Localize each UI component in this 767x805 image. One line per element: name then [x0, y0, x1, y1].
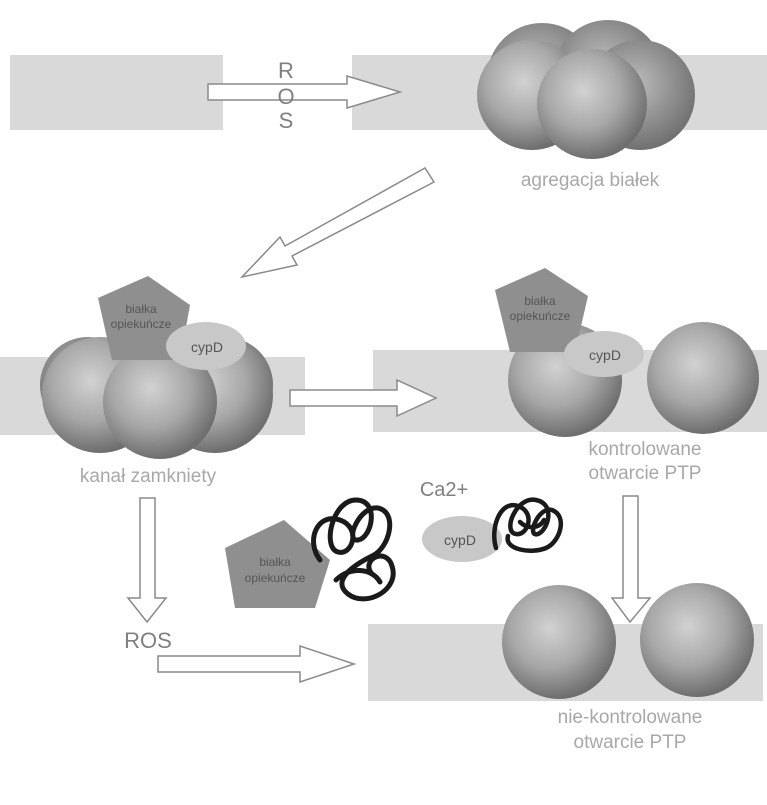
ros-letter-r: R	[278, 58, 294, 83]
arrow-down-right	[610, 495, 652, 624]
label-uncontrolled-line1: nie-kontrolowane	[558, 707, 703, 728]
closed-channel	[40, 337, 273, 459]
cypd-oval-right-shape	[564, 331, 644, 377]
pentagon-shape-right	[495, 268, 588, 352]
uncontrolled-opening-spheres	[502, 583, 754, 699]
label-protein-aggregation: agregacja białek	[521, 170, 660, 191]
arrow-down-left	[126, 497, 168, 624]
ros-top-label: R O S	[277, 58, 294, 133]
pentagon-detached-line2: opiekuńcze	[245, 571, 306, 585]
coil-left-strand-1	[311, 497, 396, 602]
uncontrolled-sphere-left	[502, 585, 616, 699]
unfolded-protein-coil-left	[311, 497, 396, 602]
uncontrolled-sphere-right	[640, 583, 754, 697]
cypd-oval-detached: cypD	[422, 516, 502, 562]
label-channel-closed: kanał zamkniety	[80, 466, 217, 487]
pentagon-shape	[98, 276, 190, 360]
cypd-oval-shape	[166, 322, 246, 370]
ros-letter-o: O	[277, 84, 294, 109]
cypd-oval-left: cypD	[166, 322, 246, 370]
unfolded-protein-coil-right	[492, 497, 564, 553]
coil-left-strand-2	[333, 568, 383, 585]
arrow-ros-top	[207, 74, 403, 110]
label-controlled-line2: otwarcie PTP	[589, 463, 702, 484]
pentagon-detached-shape	[225, 520, 330, 608]
ros-letter-s: S	[279, 108, 294, 133]
pentagon-right-line2: opiekuńcze	[510, 309, 571, 323]
pentagon-detached-line1: białka	[259, 555, 291, 569]
coil-right-strand-2	[517, 517, 547, 530]
cypd-right-label: cypD	[589, 347, 621, 363]
cypd-oval-right: cypD	[564, 331, 644, 377]
arrow-middle	[289, 378, 438, 418]
cypd-oval-detached-shape	[422, 516, 502, 562]
cypd-detached-label: cypD	[444, 532, 476, 548]
chaperone-pentagon-right: białka opiekuńcze	[495, 268, 588, 352]
label-calcium: Ca2+	[420, 479, 468, 501]
pentagon-right-line1: białka	[524, 294, 556, 308]
arrow-ros-bottom	[157, 644, 357, 684]
channel-sphere-5	[103, 345, 217, 459]
label-uncontrolled-line2: otwarcie PTP	[574, 732, 687, 753]
pentagon-left-line1: białka	[125, 302, 157, 316]
pentagon-left-line2: opiekuńcze	[111, 317, 172, 331]
controlled-sphere-right	[647, 322, 759, 434]
ros-bottom-label: ROS	[124, 628, 172, 653]
cypd-left-label: cypD	[191, 339, 223, 355]
chaperone-pentagon-left: białka opiekuńcze	[98, 276, 190, 360]
aggregate-sphere-5	[537, 49, 647, 159]
protein-aggregate	[477, 20, 695, 159]
label-controlled-line1: kontrolowane	[588, 439, 701, 460]
coil-right-strand-1	[492, 497, 564, 553]
membrane-top-left	[10, 55, 223, 130]
chaperone-pentagon-detached: białka opiekuńcze	[225, 520, 330, 608]
arrow-diagonal	[239, 167, 436, 279]
